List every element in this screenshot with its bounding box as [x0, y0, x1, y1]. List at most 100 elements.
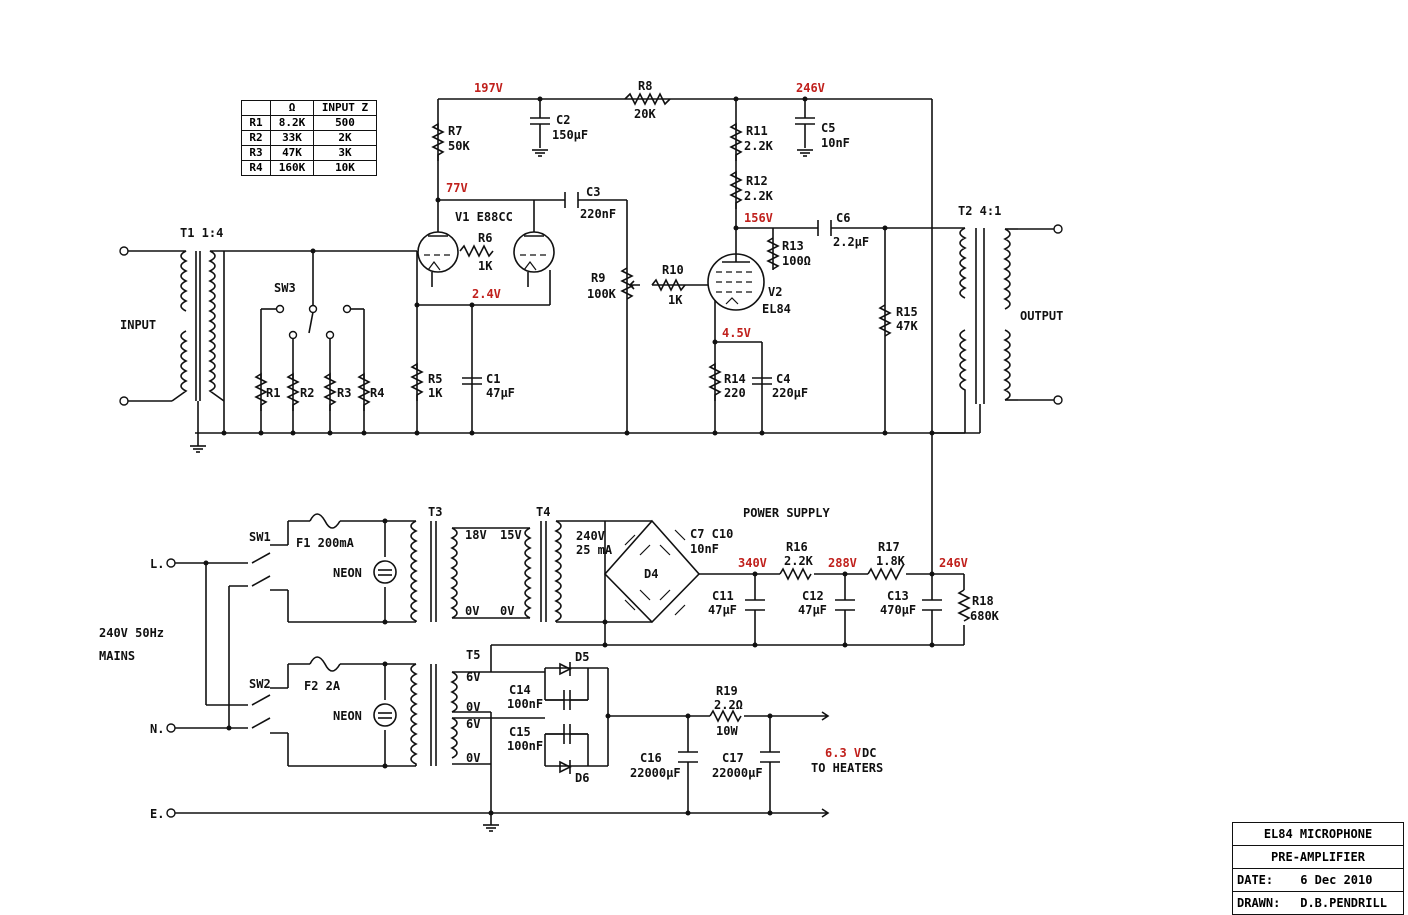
label-18v: 18V	[465, 528, 487, 542]
label-c12: C12	[802, 589, 824, 603]
label-c11: C11	[712, 589, 734, 603]
label-r14v: 220	[724, 386, 746, 400]
table-header: Ω	[270, 100, 314, 116]
label-r14: R14	[724, 372, 746, 386]
label-0v-a: 0V	[465, 604, 479, 618]
label-c1: C1	[486, 372, 500, 386]
label-r15v: 47K	[896, 319, 918, 333]
label-t4-volt: 240V	[576, 529, 605, 543]
transformer-t1	[171, 250, 225, 453]
label-r8: R8	[638, 79, 652, 93]
date-label: DATE:	[1237, 873, 1274, 887]
label-r19v: 2.2Ω	[714, 698, 743, 712]
label-c17: C17	[722, 751, 744, 765]
label-r12: R12	[746, 174, 768, 188]
title-line-1: EL84 MICROPHONE	[1233, 823, 1403, 846]
voltage-4-5v: 4.5V	[722, 326, 751, 340]
label-r17: R17	[878, 540, 900, 554]
voltage-6-3v: 6.3 V	[825, 746, 861, 760]
component-labels: T1 1:4 INPUT SW3 R1 R2 R3 R4 R5 1K C1 47…	[99, 79, 1063, 821]
label-c13v: 470μF	[880, 603, 916, 617]
label-c4: C4	[776, 372, 790, 386]
label-power-supply: POWER SUPPLY	[743, 506, 830, 520]
label-mains2: MAINS	[99, 649, 135, 663]
label-r13v: 100Ω	[782, 254, 811, 268]
drawn-value: D.B.PENDRILL	[1300, 896, 1387, 910]
voltage-246v-ps: 246V	[939, 556, 968, 570]
label-c12v: 47μF	[798, 603, 827, 617]
table-cell: 33K	[270, 130, 314, 146]
label-sw2: SW2	[249, 677, 271, 691]
label-e: E.	[150, 807, 164, 821]
voltage-2-4v: 2.4V	[472, 287, 501, 301]
label-c17v: 22000μF	[712, 766, 763, 780]
label-v1: V1 E88CC	[455, 210, 513, 224]
drawn-row: DRAWN: D.B.PENDRILL	[1233, 892, 1403, 914]
label-r6: R6	[478, 231, 492, 245]
junction-dots	[203, 96, 935, 816]
label-r11: R11	[746, 124, 768, 138]
label-t3: T3	[428, 505, 442, 519]
label-r8v: 20K	[634, 107, 656, 121]
voltage-246v-top: 246V	[796, 81, 825, 95]
table-row: R4 160K 10K	[241, 160, 377, 176]
table-header: INPUT Z	[313, 100, 377, 116]
label-c16v: 22000μF	[630, 766, 681, 780]
label-t5-0v-a: 0V	[466, 700, 480, 714]
voltage-156v: 156V	[744, 211, 773, 225]
label-r17v: 1.8K	[876, 554, 906, 568]
label-r11v: 2.2K	[744, 139, 774, 153]
label-c13: C13	[887, 589, 909, 603]
label-r19w: 10W	[716, 724, 738, 738]
voltage-77v: 77V	[446, 181, 468, 195]
label-r7: R7	[448, 124, 462, 138]
label-c3v: 220nF	[580, 207, 616, 221]
label-r5: R5	[428, 372, 442, 386]
wires	[175, 98, 1058, 825]
table-row: R2 33K 2K	[241, 130, 377, 146]
table-row: R3 47K 3K	[241, 145, 377, 161]
table-header	[241, 100, 271, 116]
label-r16: R16	[786, 540, 808, 554]
label-c2v: 150μF	[552, 128, 588, 142]
label-r5v: 1K	[428, 386, 443, 400]
label-r1: R1	[266, 386, 280, 400]
table-cell: 8.2K	[270, 115, 314, 131]
transformer-t5	[410, 663, 545, 766]
label-c3: C3	[586, 185, 600, 199]
label-r7v: 50K	[448, 139, 470, 153]
label-r10: R10	[662, 263, 684, 277]
label-f1: F1 200mA	[296, 536, 355, 550]
title-block: EL84 MICROPHONE PRE-AMPLIFIER DATE: 6 De…	[1232, 822, 1404, 915]
label-c15: C15	[509, 725, 531, 739]
label-n: N.	[150, 722, 164, 736]
voltage-340v: 340V	[738, 556, 767, 570]
terminals	[119, 224, 1063, 818]
date-row: DATE: 6 Dec 2010	[1233, 869, 1403, 892]
label-c5: C5	[821, 121, 835, 135]
table-cell: 2K	[313, 130, 377, 146]
label-c14: C14	[509, 683, 531, 697]
table-cell: 10K	[313, 160, 377, 176]
label-0v-b: 0V	[500, 604, 514, 618]
label-sw1: SW1	[249, 530, 271, 544]
label-r12v: 2.2K	[744, 189, 774, 203]
label-r6v: 1K	[478, 259, 493, 273]
transformer-t4	[524, 520, 562, 622]
label-r18v: 680K	[970, 609, 1000, 623]
valve-v1	[417, 231, 555, 287]
label-r10v: 1K	[668, 293, 683, 307]
label-c1v: 47μF	[486, 386, 515, 400]
label-output: OUTPUT	[1020, 309, 1063, 323]
label-heater-dc: DC	[862, 746, 876, 760]
label-d6: D6	[575, 771, 589, 785]
table-header-row: Ω INPUT Z	[241, 100, 377, 116]
label-sw3: SW3	[274, 281, 296, 295]
voltage-288v: 288V	[828, 556, 857, 570]
bridge-rectifier-d4	[603, 519, 701, 624]
title-line-2: PRE-AMPLIFIER	[1233, 846, 1403, 869]
table-cell: 3K	[313, 145, 377, 161]
label-r13: R13	[782, 239, 804, 253]
label-d4: D4	[644, 567, 658, 581]
label-r16v: 2.2K	[784, 554, 814, 568]
